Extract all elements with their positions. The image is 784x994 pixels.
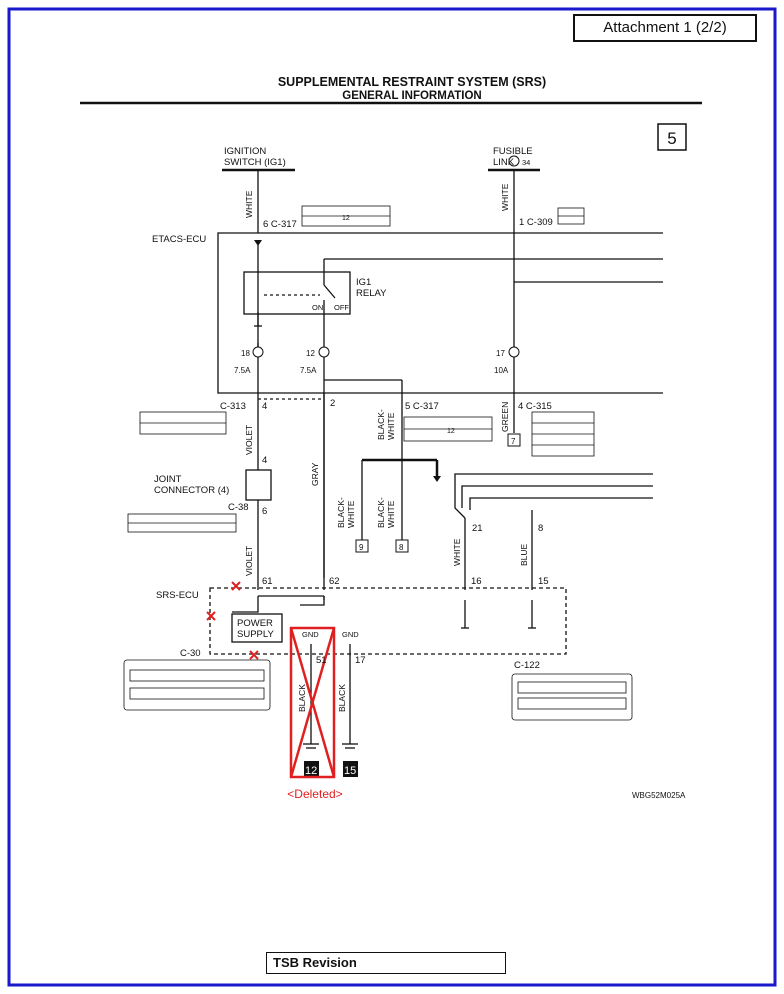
conn-c30: C-30 [180,648,201,659]
conn-c313: C-313 [220,401,246,412]
connector-c30-grid [123,659,271,711]
power-supply-box [231,613,283,643]
wire-bw-top-2: WHITE [386,412,396,440]
joint-connector-label-2: CONNECTOR (4) [154,485,229,496]
wire-white-right: WHITE [500,183,510,211]
c317-mid-inner: 12 [447,428,455,435]
wire-violet-top: VIOLET [244,425,254,455]
wire-bw-right-2: WHITE [386,500,396,528]
conn-c309: 1 C-309 [519,217,553,228]
ig1-relay-label-2: RELAY [356,288,387,299]
deleted-label: <Deleted> [287,787,342,801]
fuse-18-amp: 7.5A [234,366,251,375]
fusible-link-label: FUSIBLE [493,146,533,157]
conn-c315: 4 C-315 [518,401,552,412]
conn-c38: C-38 [228,502,249,513]
pin-2: 2 [330,398,335,409]
wire-white-mid: WHITE [452,538,462,566]
tsb-revision-label: TSB Revision [266,952,506,974]
ref-8: 8 [399,543,404,552]
wire-bw-top: BLACK- [376,409,386,440]
fuse-17-label: 17 [496,349,505,358]
ignition-switch-label: IGNITION [224,146,266,157]
attachment-label: Attachment 1 (2/2) [573,14,757,42]
ignition-switch-label-2: SWITCH (IG1) [224,157,286,168]
wire-gray: GRAY [310,462,320,486]
wire-violet-bottom: VIOLET [244,546,254,576]
power-supply-label-2: SUPPLY [237,629,274,640]
fuse-17-amp: 10A [494,366,509,375]
conn-c317-mid: 5 C-317 [405,401,439,412]
wire-bw-left-2: WHITE [346,500,356,528]
connector-c317-grid [301,205,391,227]
joint-connector-box [245,469,272,501]
ground-12-label: 12 [305,765,317,777]
gnd-right: GND [342,630,359,639]
relay-off-label: OFF [334,303,349,312]
pin-15: 15 [538,576,549,587]
conn-c317-top: 6 C-317 [263,219,297,230]
wire-blue: BLUE [519,543,529,566]
pin-17: 17 [355,655,366,666]
pin-8: 8 [538,523,543,534]
power-supply-label: POWER [237,618,273,629]
pin-21: 21 [472,523,483,534]
c317-inner: 12 [342,215,350,222]
wire-black-right: BLACK [337,684,347,712]
pin-51: 51 [316,655,327,666]
pin-16: 16 [471,576,482,587]
pin-62: 62 [329,576,340,587]
figure-code: WBG52M025A [632,791,686,800]
ref-7: 7 [511,437,516,446]
ig1-relay-label: IG1 [356,277,371,288]
pin-61: 61 [262,576,273,587]
gnd-left: GND [302,630,319,639]
wire-white-left: WHITE [244,190,254,218]
wire-black-left: BLACK [297,684,307,712]
pin-4-c313: 4 [262,401,267,412]
wire-bw-left: BLACK- [336,497,346,528]
conn-c122: C-122 [514,660,540,671]
ig1-relay-box [243,271,351,315]
fusible-link-label-2: LINK [493,157,515,168]
fuse-12-amp: 7.5A [300,366,317,375]
joint-connector-label: JOINT [154,474,182,485]
deleted-ground-marker [289,626,336,779]
connector-c122-grid [511,673,633,721]
page-number: 5 [667,129,676,148]
srs-ecu-label: SRS-ECU [156,590,199,601]
section-subtitle: GENERAL INFORMATION [342,90,482,102]
fuse-18-label: 18 [241,349,250,358]
relay-on-label: ON [312,303,323,312]
connector-c309-grid [557,207,585,225]
ground-15-label: 15 [344,765,356,777]
fusible-link-number: 34 [522,158,530,167]
page-number-box [657,123,687,151]
connector-c317-mid-grid [403,416,493,442]
ref-9: 9 [359,543,364,552]
joint-pin-6: 6 [262,506,267,517]
etacs-ecu-label: ETACS-ECU [152,234,206,245]
connector-c38-grid [127,513,237,533]
fuse-12-label: 12 [306,349,315,358]
connector-c315-grid [531,411,595,457]
joint-pin-4: 4 [262,455,267,466]
section-title: SUPPLEMENTAL RESTRAINT SYSTEM (SRS) [278,75,546,89]
wire-green: GREEN [500,402,510,432]
connector-c313-grid [139,411,227,435]
srs-ecu-outline [209,587,567,655]
etacs-ecu-outline [217,232,663,394]
wire-bw-right: BLACK- [376,497,386,528]
page-border [7,7,777,987]
